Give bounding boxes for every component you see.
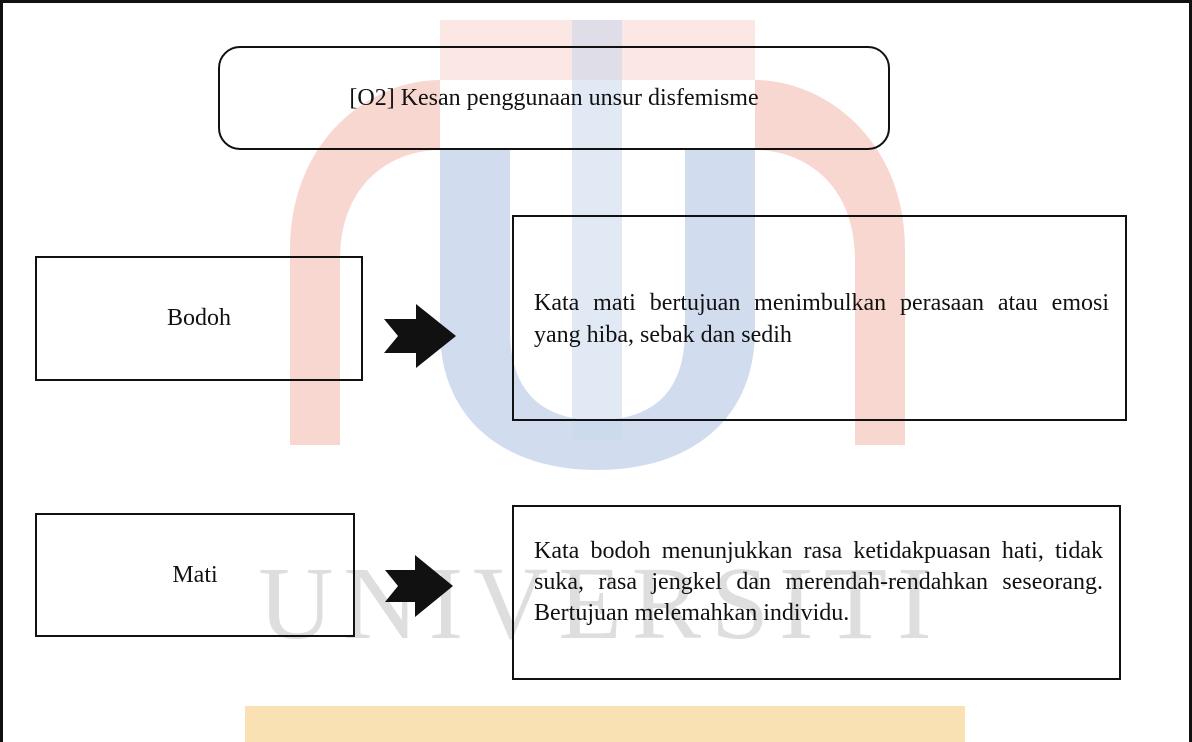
description-box-1: Kata mati bertujuan menimbulkan perasaan… [512,215,1127,421]
diagram-title: [O2] Kesan penggunaan unsur disfemisme [218,46,890,150]
description-box-2: Kata bodoh menunjukkan rasa ketidakpuasa… [512,505,1121,680]
right-arrow-icon [384,304,456,368]
right-arrow-icon [385,555,453,617]
description-text-2: Kata bodoh menunjukkan rasa ketidakpuasa… [534,538,1103,626]
term-box-bodoh: Bodoh [35,256,363,381]
svg-text:UNIVERSITI: UNIVERSITI [258,546,941,661]
term-box-mati: Mati [35,513,355,637]
